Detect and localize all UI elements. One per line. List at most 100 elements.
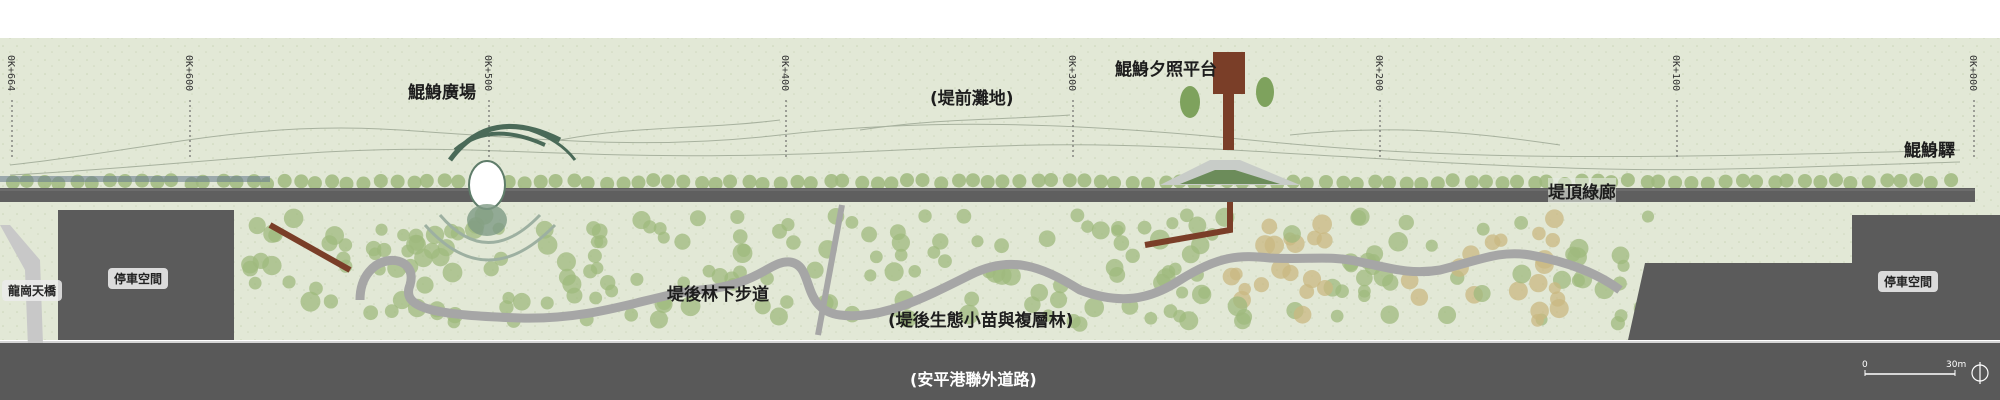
tree [755, 176, 770, 191]
tree [1893, 173, 1908, 188]
sunset-platform-label: 鯤鯓夕照平台 [1115, 60, 1217, 80]
tree [1495, 176, 1510, 191]
tree [956, 208, 972, 224]
tree [884, 176, 899, 191]
tree [1528, 175, 1543, 190]
tree [1012, 174, 1027, 189]
tree [1176, 286, 1189, 299]
tree [1312, 214, 1333, 235]
tree [1191, 235, 1210, 255]
tree [1283, 225, 1301, 243]
tree [660, 174, 675, 189]
tree [1611, 246, 1630, 265]
tree [1651, 174, 1666, 189]
tree [1316, 279, 1333, 296]
tree [1125, 175, 1140, 190]
tree [307, 176, 322, 191]
tree [356, 176, 371, 191]
tree [406, 234, 426, 255]
tree [689, 210, 706, 227]
tree [1531, 313, 1544, 327]
scale-bar [1864, 370, 1956, 376]
tree [1166, 217, 1179, 230]
plaza[interactable] [423, 123, 577, 262]
station-building-label: 鯤鯓驛 [1904, 141, 1955, 161]
station-label: 0K+500 [482, 55, 493, 92]
tree [1478, 174, 1493, 189]
tree [384, 304, 399, 319]
tree [300, 291, 321, 312]
tree [870, 176, 885, 191]
forest-trail[interactable] [355, 249, 1623, 323]
tree [1093, 174, 1108, 189]
tree [1735, 173, 1750, 188]
tree [742, 174, 757, 189]
tree [1137, 220, 1152, 235]
tree [1545, 232, 1560, 248]
tree [1861, 175, 1876, 190]
tree [786, 235, 801, 250]
station-lines [11, 100, 1975, 160]
tree [1255, 235, 1276, 256]
tree [964, 291, 980, 307]
tree [938, 254, 952, 269]
tree [294, 174, 309, 189]
tree [431, 247, 450, 267]
sunset-platform[interactable] [1144, 52, 1300, 248]
tree [780, 295, 794, 309]
tree [376, 242, 392, 258]
tree [1508, 281, 1528, 301]
tree [1302, 270, 1322, 289]
tree [1111, 224, 1124, 237]
tree [1514, 215, 1529, 230]
north-arrow-icon [1971, 362, 1989, 384]
tree [416, 276, 434, 294]
tree [1438, 305, 1457, 325]
tree [1031, 173, 1046, 188]
tree [630, 272, 644, 286]
main-road[interactable] [0, 343, 2000, 400]
top-corridor-label: 堤頂綠廊 [1548, 178, 1616, 203]
tree [1077, 173, 1092, 188]
scale-end-label: 30m [1946, 360, 1967, 370]
tree [483, 261, 499, 277]
tree [1399, 176, 1414, 191]
tree [283, 208, 304, 229]
tree [908, 264, 922, 278]
tree [616, 176, 631, 191]
tree [548, 173, 563, 188]
tree [803, 176, 818, 191]
tree [339, 176, 354, 191]
tree [918, 209, 932, 223]
tree [1620, 173, 1635, 188]
tree [1529, 273, 1548, 293]
tree [676, 174, 691, 189]
tree [323, 294, 339, 309]
tree [1880, 173, 1895, 188]
tree [1700, 176, 1715, 191]
tree [1430, 176, 1445, 191]
tree [1614, 309, 1628, 323]
tree [845, 215, 859, 229]
tree [1484, 234, 1501, 251]
tree [1944, 173, 1959, 188]
tree [277, 173, 292, 188]
tree [499, 300, 514, 315]
tree [861, 226, 877, 243]
parking-right-area[interactable] [1628, 215, 2000, 340]
tree [1238, 282, 1251, 296]
tree [732, 243, 753, 264]
tree [1043, 173, 1058, 188]
scale-start-label: 0 [1862, 360, 1868, 370]
tree [1141, 176, 1156, 191]
tree [884, 262, 904, 282]
tree [1330, 309, 1344, 323]
tree [1001, 266, 1021, 286]
station-label: 0K+600 [183, 55, 194, 92]
tree [1550, 291, 1566, 307]
tree [1368, 174, 1383, 189]
tree [1400, 271, 1419, 290]
tree [995, 174, 1010, 189]
ramp-left [268, 222, 352, 273]
